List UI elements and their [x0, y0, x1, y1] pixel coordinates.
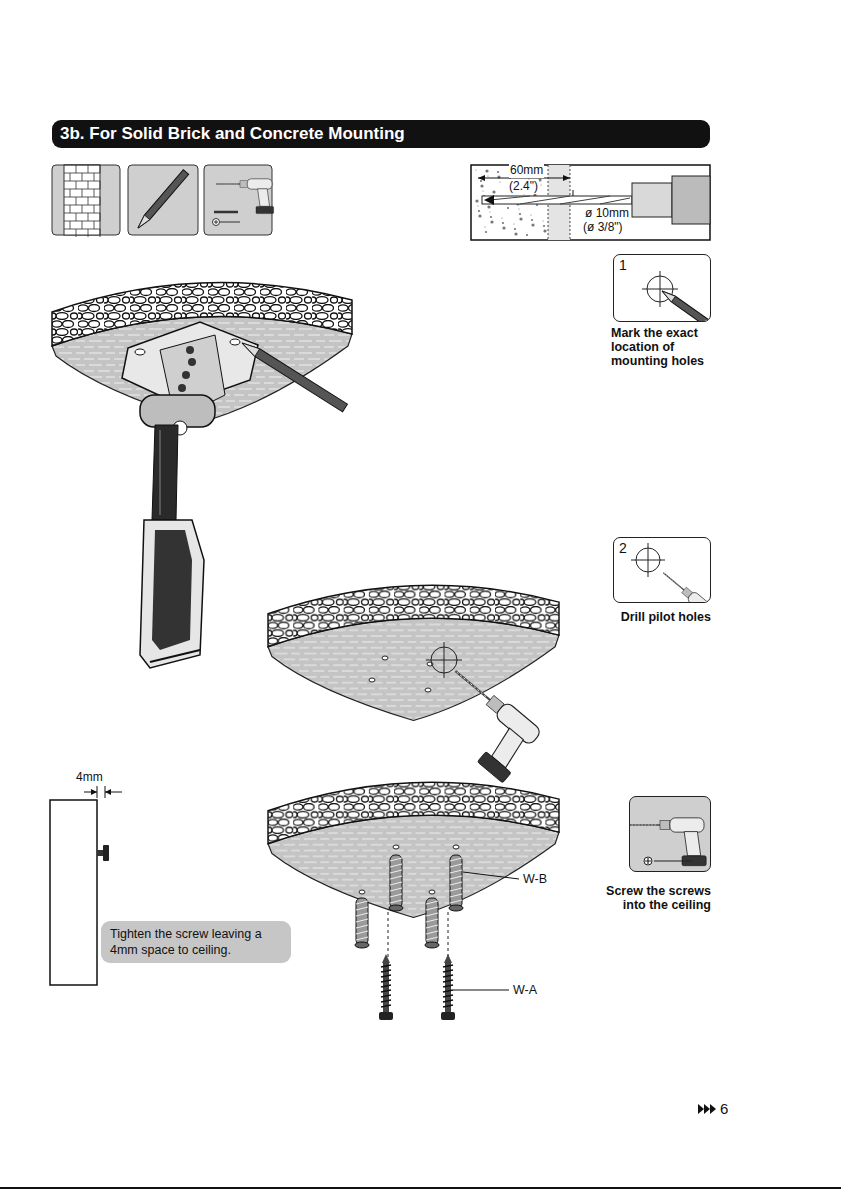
note-box: Tighten the screw leaving a 4mm space to… — [101, 921, 291, 963]
pencil — [660, 288, 711, 322]
step-number: 1 — [619, 257, 627, 273]
label-text: W-B — [522, 872, 548, 886]
step-frame: 1 — [613, 254, 711, 322]
step-caption: Drill pilot holes — [596, 610, 711, 624]
ceiling-section — [268, 782, 559, 917]
label-text: (2.4") — [508, 180, 539, 194]
anchors-and-screws — [355, 845, 519, 1020]
screw — [441, 954, 455, 1020]
power-drill — [630, 818, 706, 866]
drill-depth-detail — [471, 165, 710, 240]
step-frame — [629, 796, 711, 872]
page-number: 6 — [719, 1100, 729, 1117]
title-band: 3b. For Solid Brick and Concrete Mountin… — [52, 120, 710, 148]
wall-anchor — [425, 898, 439, 948]
dimension-label: 60mm — [509, 164, 544, 178]
crosshair-mark — [631, 543, 665, 577]
dimension-label: ø 10mm — [584, 207, 630, 221]
step-frame: 2 — [613, 537, 711, 603]
label-text: 60mm — [509, 164, 544, 178]
ceiling-section — [268, 585, 559, 720]
bottom-rule — [0, 1187, 841, 1189]
step-panel: 2Drill pilot holes — [596, 537, 711, 624]
step-icon — [630, 797, 711, 872]
power-drill — [216, 179, 274, 214]
brick-wall-icon — [64, 165, 100, 237]
label-text: 6 — [719, 1100, 729, 1117]
screw — [379, 954, 393, 1020]
pilot-holes — [369, 642, 545, 783]
label-text: (ø 3/8") — [582, 221, 624, 235]
note-text: Tighten the screw leaving a 4mm space to… — [110, 926, 282, 958]
pencil — [135, 170, 188, 231]
dimension-label: (2.4") — [508, 180, 539, 194]
label-text: ø 10mm — [584, 207, 630, 221]
wall-anchor — [355, 898, 369, 948]
step-caption: Screw the screws into the ceiling — [590, 884, 711, 912]
step-caption: Mark the exact location of mounting hole… — [611, 326, 719, 368]
step-number: 2 — [619, 540, 627, 556]
part-label: W-A — [512, 983, 538, 997]
label-text: W-A — [512, 983, 538, 997]
part-label: W-B — [522, 872, 548, 886]
wall-anchor — [449, 855, 463, 911]
wall-anchor — [389, 855, 403, 911]
power-drill — [420, 664, 545, 783]
dimension-label: 4mm — [75, 771, 104, 785]
step-panel: Screw the screws into the ceiling — [590, 796, 711, 912]
power-drill — [642, 568, 711, 603]
step-icon — [614, 255, 711, 322]
title-text: 3b. For Solid Brick and Concrete Mountin… — [60, 124, 702, 144]
dimension-label: (ø 3/8") — [582, 221, 624, 235]
pencil — [240, 339, 348, 412]
step-icon — [614, 538, 711, 603]
label-text: 4mm — [75, 771, 104, 785]
page-marker — [698, 1104, 716, 1114]
step-panel: 1Mark the exact location of mounting hol… — [611, 254, 719, 368]
tool-icons — [52, 165, 274, 237]
